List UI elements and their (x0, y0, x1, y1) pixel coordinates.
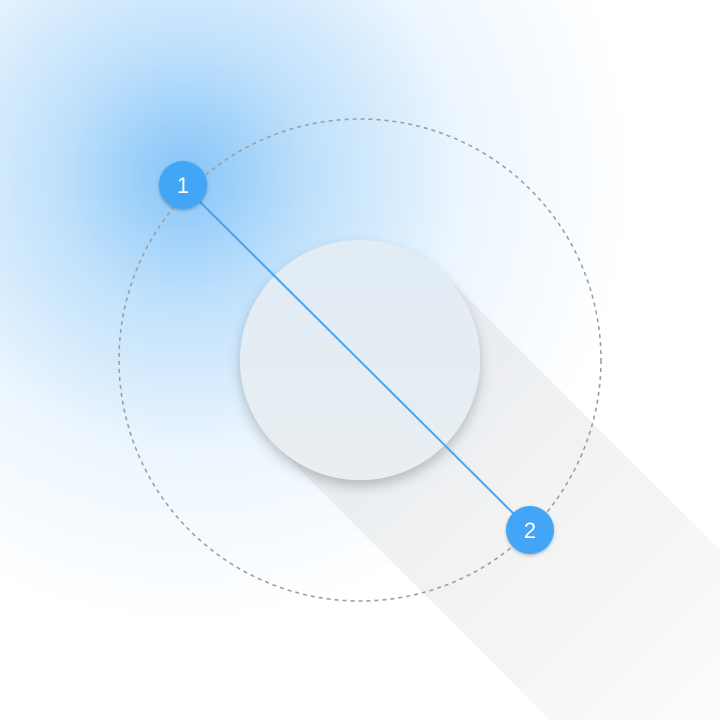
marker-2-circle (506, 506, 554, 554)
connector-line (182, 184, 531, 531)
marker-1[interactable]: 1 (159, 161, 207, 209)
marker-2-label: 2 (524, 518, 536, 543)
marker-2[interactable]: 2 (506, 506, 554, 554)
marker-1-circle (159, 161, 207, 209)
orbit-circle (118, 118, 602, 602)
marker-1-label: 1 (177, 173, 189, 198)
